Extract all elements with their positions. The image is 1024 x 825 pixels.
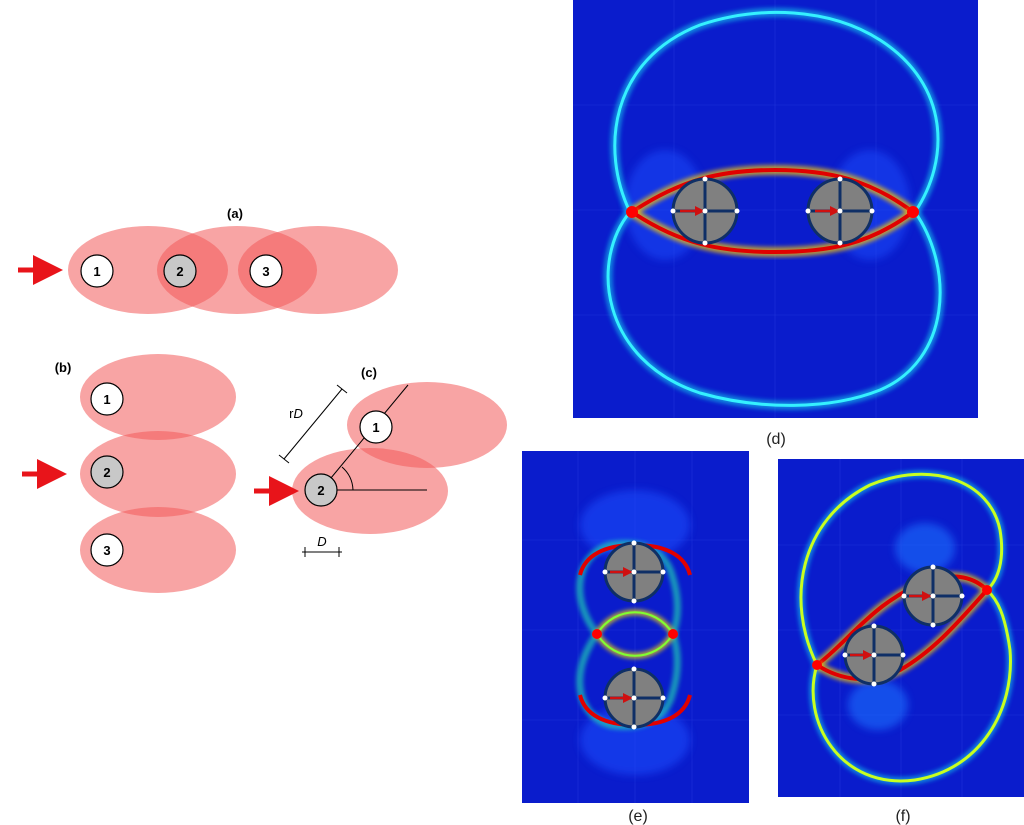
spacing-dimension-tick [336, 384, 348, 394]
hot-spot [907, 206, 919, 218]
vorticity-patch [895, 523, 955, 573]
cylinder-1 [80, 254, 114, 288]
cylinder-3 [249, 254, 283, 288]
spacing-dimension-line [283, 388, 343, 460]
sim-cylinder [901, 564, 965, 628]
sim-cylinder [602, 666, 666, 730]
cylinder-1 [359, 410, 393, 444]
panel-b: (b) 1 2 3 [22, 354, 236, 593]
spacing-label: rD [289, 406, 303, 421]
wake-region-3 [80, 507, 236, 593]
wave-front-lower-core [811, 588, 1012, 783]
spacing-label-r: r [289, 406, 294, 421]
sim-cylinder [842, 623, 906, 687]
spacing-dimension-tick [278, 454, 290, 464]
panel-a-label: (a) [227, 206, 243, 221]
hot-spot [812, 660, 822, 670]
interaction-band-top-core [630, 167, 915, 214]
cylinder-1-label: 1 [372, 420, 379, 435]
interaction-band-bottom-core [630, 210, 915, 255]
diameter-label: D [317, 534, 326, 549]
cylinder-2-label: 2 [103, 465, 110, 480]
cylinder-3 [90, 533, 124, 567]
cylinder-1-label: 1 [93, 264, 100, 279]
panel-f-label: (f) [895, 808, 910, 825]
panel-e-label: (e) [628, 808, 648, 825]
wake-region-3 [238, 226, 398, 314]
panel-e: (e) [522, 451, 749, 825]
cylinder-2-label: 2 [176, 264, 183, 279]
panel-f: (f) [778, 459, 1024, 825]
spacing-label-D: D [293, 406, 302, 421]
wake-region-1 [80, 354, 236, 440]
vorticity-patch [848, 680, 908, 730]
panel-d: (d) [573, 0, 978, 448]
cylinder-1 [90, 382, 124, 416]
wave-front-lower-core [606, 211, 942, 407]
cylinder-3-label: 3 [103, 543, 110, 558]
cylinder-3-label: 3 [262, 264, 269, 279]
cylinder-2 [90, 455, 124, 489]
cylinder-1-label: 1 [103, 392, 110, 407]
panel-c-label: (c) [361, 365, 377, 380]
hot-spot [982, 585, 992, 595]
sim-cylinder [602, 540, 666, 604]
hot-spot [592, 629, 602, 639]
panel-d-label: (d) [766, 431, 786, 448]
wake-region-1 [347, 382, 507, 468]
cylinder-2 [163, 254, 197, 288]
panel-a: (a) 1 2 3 [18, 206, 398, 314]
cylinder-2-label: 2 [317, 483, 324, 498]
hot-spot [668, 629, 678, 639]
wake-region-2 [80, 431, 236, 517]
wave-front-upper-core [613, 10, 940, 213]
wave-front-upper-core [799, 472, 1004, 666]
hot-spot [626, 206, 638, 218]
panel-b-label: (b) [55, 360, 72, 375]
sim-cylinder [805, 176, 875, 246]
sim-cylinder [670, 176, 740, 246]
wake-region-2 [292, 448, 448, 534]
grid-lines [573, 0, 978, 418]
angle-arc [341, 466, 354, 491]
panel-c: (c) rD D 1 2 [254, 365, 507, 557]
cylinder-2 [304, 473, 338, 507]
